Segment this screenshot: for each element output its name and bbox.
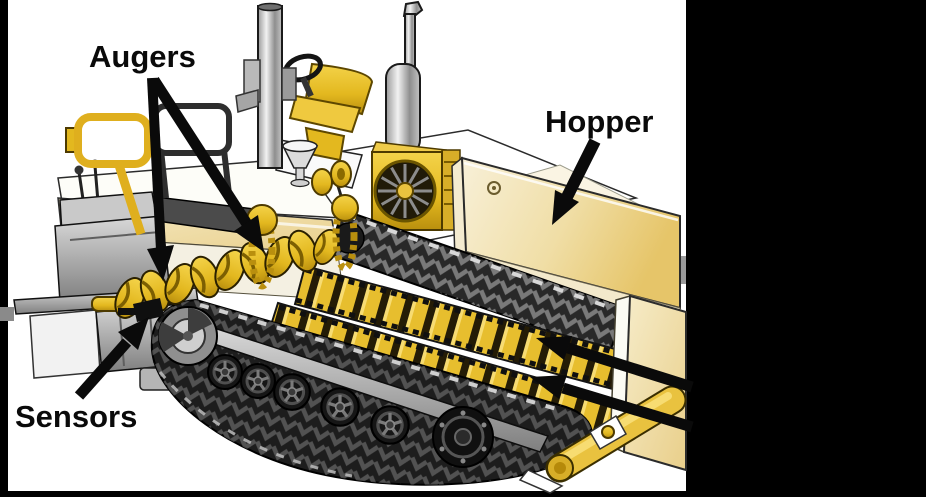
- sensors-arrow: [74, 317, 149, 400]
- augers-arrow-right: [149, 77, 264, 252]
- conveyor-arrow-upper: [536, 336, 694, 393]
- right-edge-fragment: [679, 256, 686, 284]
- callout-arrows: [74, 77, 694, 433]
- hopper-arrow: [552, 138, 601, 225]
- mast-post: [235, 2, 297, 169]
- steering-column: [300, 76, 314, 98]
- radiator-fan: [370, 141, 461, 231]
- seat-cushion: [288, 94, 362, 134]
- hopper-label: Hopper: [545, 104, 654, 139]
- conveyor-arrow-lower: [530, 375, 694, 433]
- drive-sprocket: [432, 406, 494, 468]
- near-track: [150, 298, 593, 486]
- gold-rail-loop: [74, 113, 152, 168]
- road-wheel: [319, 386, 361, 428]
- gold-strut: [113, 160, 146, 236]
- augers-arrow-left: [147, 77, 174, 281]
- drive-chain: [332, 200, 358, 272]
- sensor-bracket: [118, 298, 164, 322]
- fan-blades: [378, 164, 432, 218]
- muffler: [385, 63, 421, 155]
- road-wheel: [272, 372, 312, 412]
- augers-label: Augers: [89, 39, 196, 74]
- sensors-label: Sensors: [15, 399, 137, 434]
- funnel: [281, 139, 319, 188]
- road-wheel: [239, 362, 277, 400]
- auger-assembly: [91, 194, 359, 325]
- front-idler: [158, 306, 218, 366]
- road-wheel: [206, 353, 244, 391]
- left-edge-fragment: [0, 307, 14, 321]
- road-wheel: [369, 404, 411, 446]
- chain-sprocket: [331, 194, 359, 222]
